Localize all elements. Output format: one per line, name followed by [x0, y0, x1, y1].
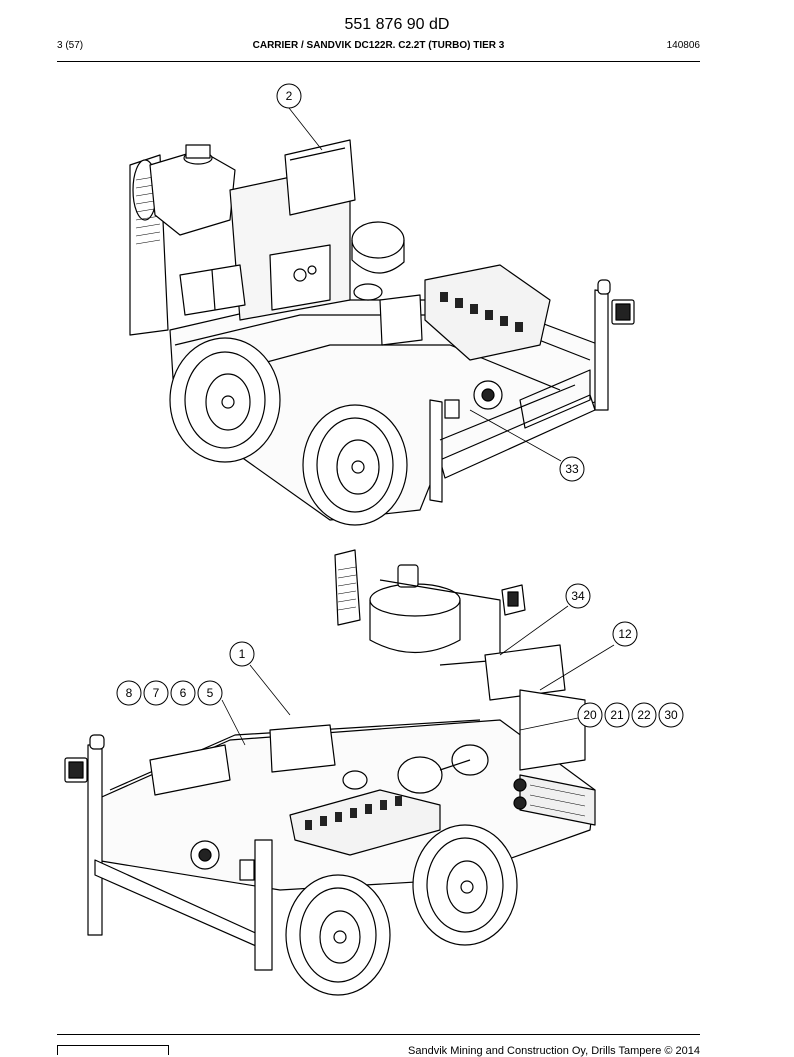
callout-34: 34	[565, 583, 591, 609]
svg-text:2: 2	[286, 89, 293, 103]
callout-1: 1	[229, 641, 255, 667]
svg-text:20: 20	[583, 708, 597, 722]
callout-22: 22	[631, 702, 657, 728]
svg-text:21: 21	[610, 708, 624, 722]
callout-12: 12	[612, 621, 638, 647]
svg-text:7: 7	[153, 686, 160, 700]
page-number: 3 (57)	[57, 40, 84, 51]
svg-text:30: 30	[664, 708, 678, 722]
header-title: CARRIER / SANDVIK DC122R. C2.2T (TURBO) …	[252, 40, 505, 51]
footer-copyright: Sandvik Mining and Construction Oy, Dril…	[408, 1045, 700, 1057]
svg-text:6: 6	[180, 686, 187, 700]
callout-21: 21	[604, 702, 630, 728]
svg-text:12: 12	[618, 627, 632, 641]
leader-lines	[221, 107, 615, 746]
callout-30: 30	[658, 702, 684, 728]
svg-text:33: 33	[565, 462, 579, 476]
callout-20: 20	[577, 702, 603, 728]
callout-7: 7	[143, 680, 169, 706]
footer-rule	[57, 1034, 700, 1035]
svg-text:22: 22	[637, 708, 651, 722]
sandvik-logo	[57, 1045, 169, 1055]
svg-text:1: 1	[239, 647, 246, 661]
document-number: 551 876 90 dD	[344, 16, 450, 33]
page-header: CARRIER / SANDVIK DC122R. C2.2T (TURBO) …	[57, 40, 700, 54]
bottom-carrier-illustration	[64, 549, 596, 996]
callout-5: 5	[197, 680, 223, 706]
header-rule	[57, 61, 700, 62]
svg-text:8: 8	[126, 686, 133, 700]
callout-33: 33	[559, 456, 585, 482]
revision-date: 140806	[666, 40, 700, 51]
callout-6: 6	[170, 680, 196, 706]
top-carrier-illustration	[129, 139, 635, 526]
callout-8: 8	[116, 680, 142, 706]
callout-2: 2	[276, 83, 302, 109]
svg-text:5: 5	[207, 686, 214, 700]
svg-text:34: 34	[571, 589, 585, 603]
